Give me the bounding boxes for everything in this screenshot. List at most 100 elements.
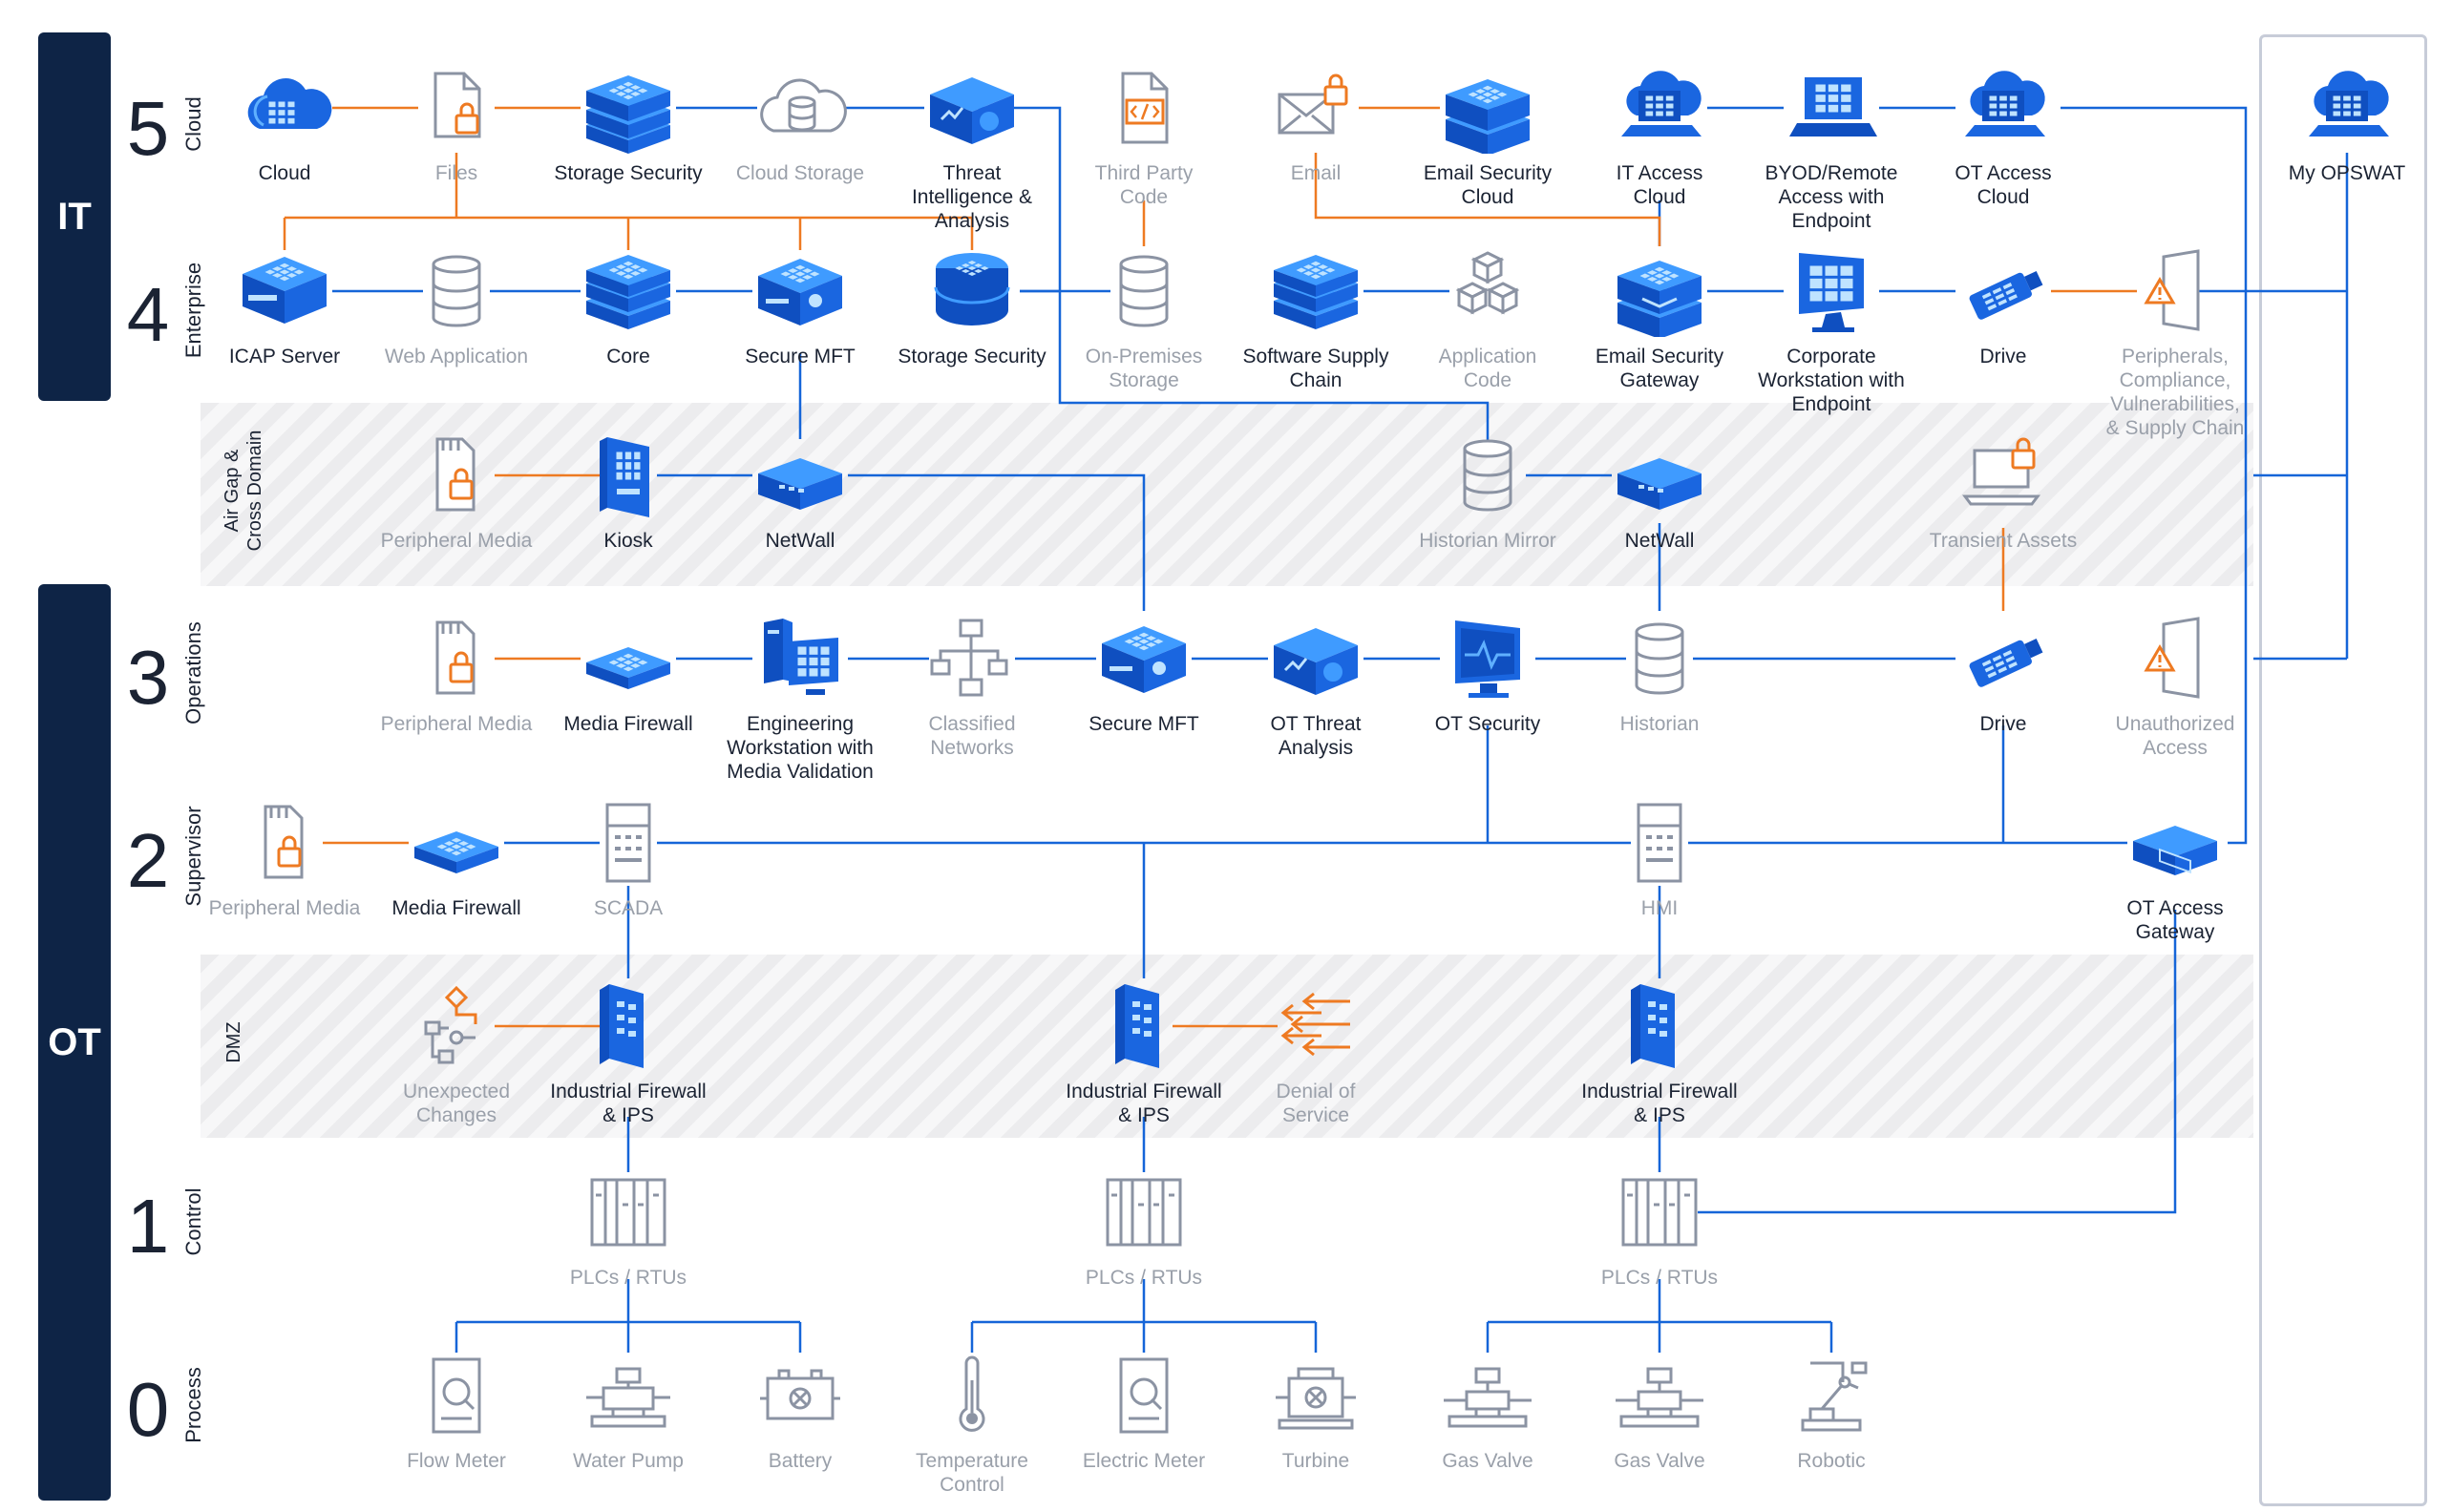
node-pmedia-ag: Peripheral Media [366, 428, 547, 553]
node-corpws: Corporate Workstation with Endpoint [1741, 243, 1922, 416]
node-label: OT Security [1434, 713, 1541, 735]
node-scada: SCADA [538, 795, 719, 920]
node-waterpump: Water Pump [538, 1348, 719, 1473]
node-flowmeter: Flow Meter [366, 1348, 547, 1473]
valve-icon [1435, 1348, 1540, 1443]
node-icap: ICAP Server [194, 243, 375, 368]
node-smft3: Secure MFT [1053, 611, 1235, 736]
node-label: ICAP Server [228, 346, 341, 368]
media-firewall-icon [576, 611, 681, 706]
node-pmedia2: Peripheral Media [194, 795, 375, 920]
node-thirdparty: Third Party Code [1053, 60, 1235, 209]
node-label: Engineering Workstation with Media Valid… [727, 713, 874, 783]
node-label: Media Firewall [563, 713, 693, 735]
wire-gw-otaccess [2061, 106, 2248, 845]
sd-card-lock-icon [404, 611, 509, 706]
industrial-firewall-icon [1091, 978, 1196, 1074]
sd-card-lock-icon [232, 795, 337, 891]
mail-cloud-icon [1435, 60, 1540, 156]
node-temp: Temperature Control [881, 1348, 1063, 1497]
kiosk-icon [576, 428, 681, 523]
laptop-cloud-icon [2294, 60, 2399, 156]
sd-card-lock-icon [404, 428, 509, 523]
node-historian: Historian [1569, 611, 1750, 736]
laptop-lock-icon [1951, 428, 2056, 523]
node-label: Email Security Cloud [1423, 162, 1553, 208]
node-elecmeter: Electric Meter [1053, 1348, 1235, 1473]
node-appcode: Application Code [1397, 243, 1578, 392]
node-drive3: Drive [1913, 611, 2094, 736]
node-label: Gas Valve [1614, 1450, 1705, 1472]
node-label: Robotic [1797, 1450, 1866, 1472]
scada-panel-icon [576, 795, 681, 891]
node-label: Transient Assets [1929, 530, 2078, 552]
usb-drive-icon [1951, 243, 2056, 339]
node-label: Flow Meter [407, 1450, 506, 1472]
ot-section-label: OT [48, 1020, 101, 1063]
ot-section-bar: OT [38, 584, 111, 1501]
database-icon [1091, 243, 1196, 339]
node-unauth: Unauthorized Access [2084, 611, 2266, 760]
node-battery: Battery [709, 1348, 891, 1473]
node-label: Drive [1979, 713, 2027, 735]
my-opswat-panel [2259, 34, 2427, 1506]
node-label: Classified Networks [928, 713, 1016, 759]
server-box-icon [232, 243, 337, 339]
node-label: Core [606, 346, 650, 368]
node-otsec: OT Security [1397, 611, 1578, 736]
node-label: Third Party Code [1094, 162, 1194, 208]
node-itaccess: IT Access Cloud [1569, 60, 1750, 209]
node-otgw: OT Access Gateway [2084, 795, 2266, 944]
node-label: OT Threat Analysis [1270, 713, 1362, 759]
mail-lock-icon [1263, 60, 1368, 156]
node-label: Web Application [384, 346, 529, 368]
node-otaccess: OT Access Cloud [1913, 60, 2094, 209]
valve-icon [1607, 1348, 1712, 1443]
node-ifw3: Industrial Firewall & IPS [1569, 978, 1750, 1127]
plc-rack-icon [1091, 1165, 1196, 1260]
node-label: Denial of Service [1276, 1081, 1356, 1126]
node-label: OT Access Cloud [1955, 162, 2052, 208]
node-plc1: PLCs / RTUs [538, 1165, 719, 1290]
node-supply: Software Supply Chain [1225, 243, 1406, 392]
netwall-appliance-icon [748, 428, 853, 523]
flow-change-icon [404, 978, 509, 1074]
node-core: Core [538, 243, 719, 368]
node-label: On-Premises Storage [1085, 346, 1203, 391]
laptop-cloud-icon [1951, 60, 2056, 156]
plc-rack-icon [576, 1165, 681, 1260]
node-gasvalve2: Gas Valve [1569, 1348, 1750, 1473]
wire-gw-plc [1698, 910, 2177, 1214]
node-histmirror: Historian Mirror [1397, 428, 1578, 553]
node-periph4: Peripherals, Compliance, Vulnerabilities… [2084, 243, 2266, 440]
dmz-zone-band [201, 955, 2253, 1138]
node-label: Corporate Workstation with Endpoint [1758, 346, 1905, 415]
node-onprem: On-Premises Storage [1053, 243, 1235, 392]
laptop-icon [1779, 60, 1884, 156]
node-label: Threat Intelligence & Analysis [911, 162, 1033, 232]
monitor-pulse-icon [1435, 611, 1540, 706]
file-lock-icon [404, 60, 509, 156]
node-label: Industrial Firewall & IPS [550, 1081, 707, 1126]
node-label: BYOD/Remote Access with Endpoint [1765, 162, 1898, 232]
node-label: Storage Security [554, 162, 703, 184]
node-ifw2: Industrial Firewall & IPS [1053, 978, 1235, 1127]
cloud-database-icon [748, 60, 853, 156]
industrial-firewall-icon [576, 978, 681, 1074]
node-label: Water Pump [573, 1450, 684, 1472]
node-label: SCADA [593, 897, 664, 919]
node-mediafw2: Media Firewall [366, 795, 547, 920]
node-label: Turbine [1281, 1450, 1350, 1472]
plc-rack-icon [1607, 1165, 1712, 1260]
node-mediafw3: Media Firewall [538, 611, 719, 736]
node-label: Battery [768, 1450, 833, 1472]
node-label: Historian [1619, 713, 1700, 735]
node-unexpected: Unexpected Changes [366, 978, 547, 1127]
node-label: Peripherals, Compliance, Vulnerabilities… [2105, 346, 2245, 439]
robot-arm-icon [1779, 1348, 1884, 1443]
node-label: Unexpected Changes [402, 1081, 511, 1126]
node-label: PLCs / RTUs [569, 1267, 687, 1289]
node-label: Application Code [1438, 346, 1537, 391]
node-label: Secure MFT [745, 346, 856, 368]
node-label: NetWall [1624, 530, 1695, 552]
